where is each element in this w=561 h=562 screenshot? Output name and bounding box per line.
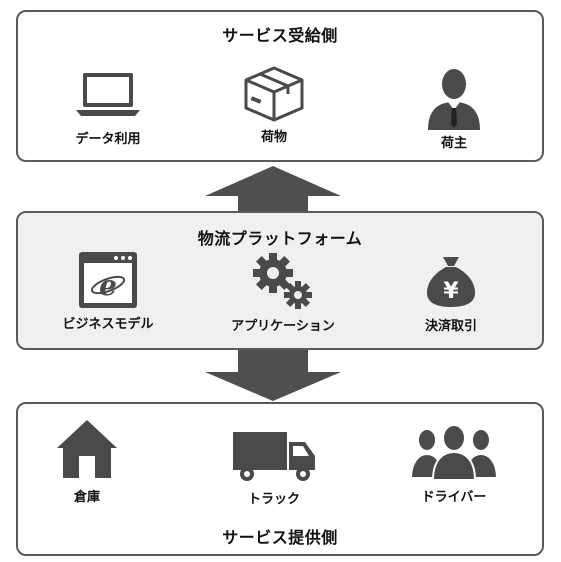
item-label: アプリケーション (231, 319, 335, 334)
panel-title: サービス受給側 (222, 26, 338, 45)
panel-title: 物流プラットフォーム (197, 229, 363, 248)
service-receiver-panel: サービス受給側 データ利用 荷物 荷主 (16, 10, 544, 162)
drivers-item: ドライバー (394, 424, 514, 505)
gears-icon (253, 253, 312, 309)
laptop-icon (76, 73, 140, 116)
item-label: 荷主 (440, 136, 467, 151)
logistics-platform-panel: 物流プラットフォーム e ビジネスモデル (16, 211, 544, 350)
yen-money-bag-icon: ¥ (427, 257, 475, 307)
yen-symbol-icon: ¥ (443, 279, 459, 304)
warehouse-icon (57, 420, 117, 478)
package-box-icon (244, 66, 304, 122)
warehouse-item: 倉庫 (32, 418, 142, 505)
business-model-item: e ビジネスモデル (38, 249, 178, 332)
shipper-item: 荷主 (394, 64, 514, 151)
item-label: トラック (247, 492, 300, 507)
drivers-group-icon (411, 424, 497, 480)
item-label: ドライバー (421, 490, 487, 505)
down-arrow (205, 350, 341, 401)
truck-icon (233, 432, 315, 481)
truck-item: トラック (214, 430, 334, 507)
panel-title: サービス提供側 (222, 528, 338, 547)
data-usage-item: データ利用 (48, 70, 168, 147)
shipper-person-icon (428, 69, 480, 130)
e-logo-icon: e (99, 269, 117, 302)
item-label: 決済取引 (424, 319, 477, 334)
payment-item: ¥ 決済取引 (396, 253, 506, 334)
item-label: 荷物 (260, 130, 287, 145)
service-provider-panel: 倉庫 トラック ドライバー (16, 402, 544, 556)
package-item: 荷物 (214, 64, 334, 145)
application-item: アプリケーション (208, 251, 358, 334)
item-label: ビジネスモデル (62, 317, 154, 332)
browser-window-icon: e (79, 252, 137, 308)
up-arrow (205, 166, 341, 211)
item-label: 倉庫 (73, 490, 100, 505)
item-label: データ利用 (75, 132, 141, 147)
